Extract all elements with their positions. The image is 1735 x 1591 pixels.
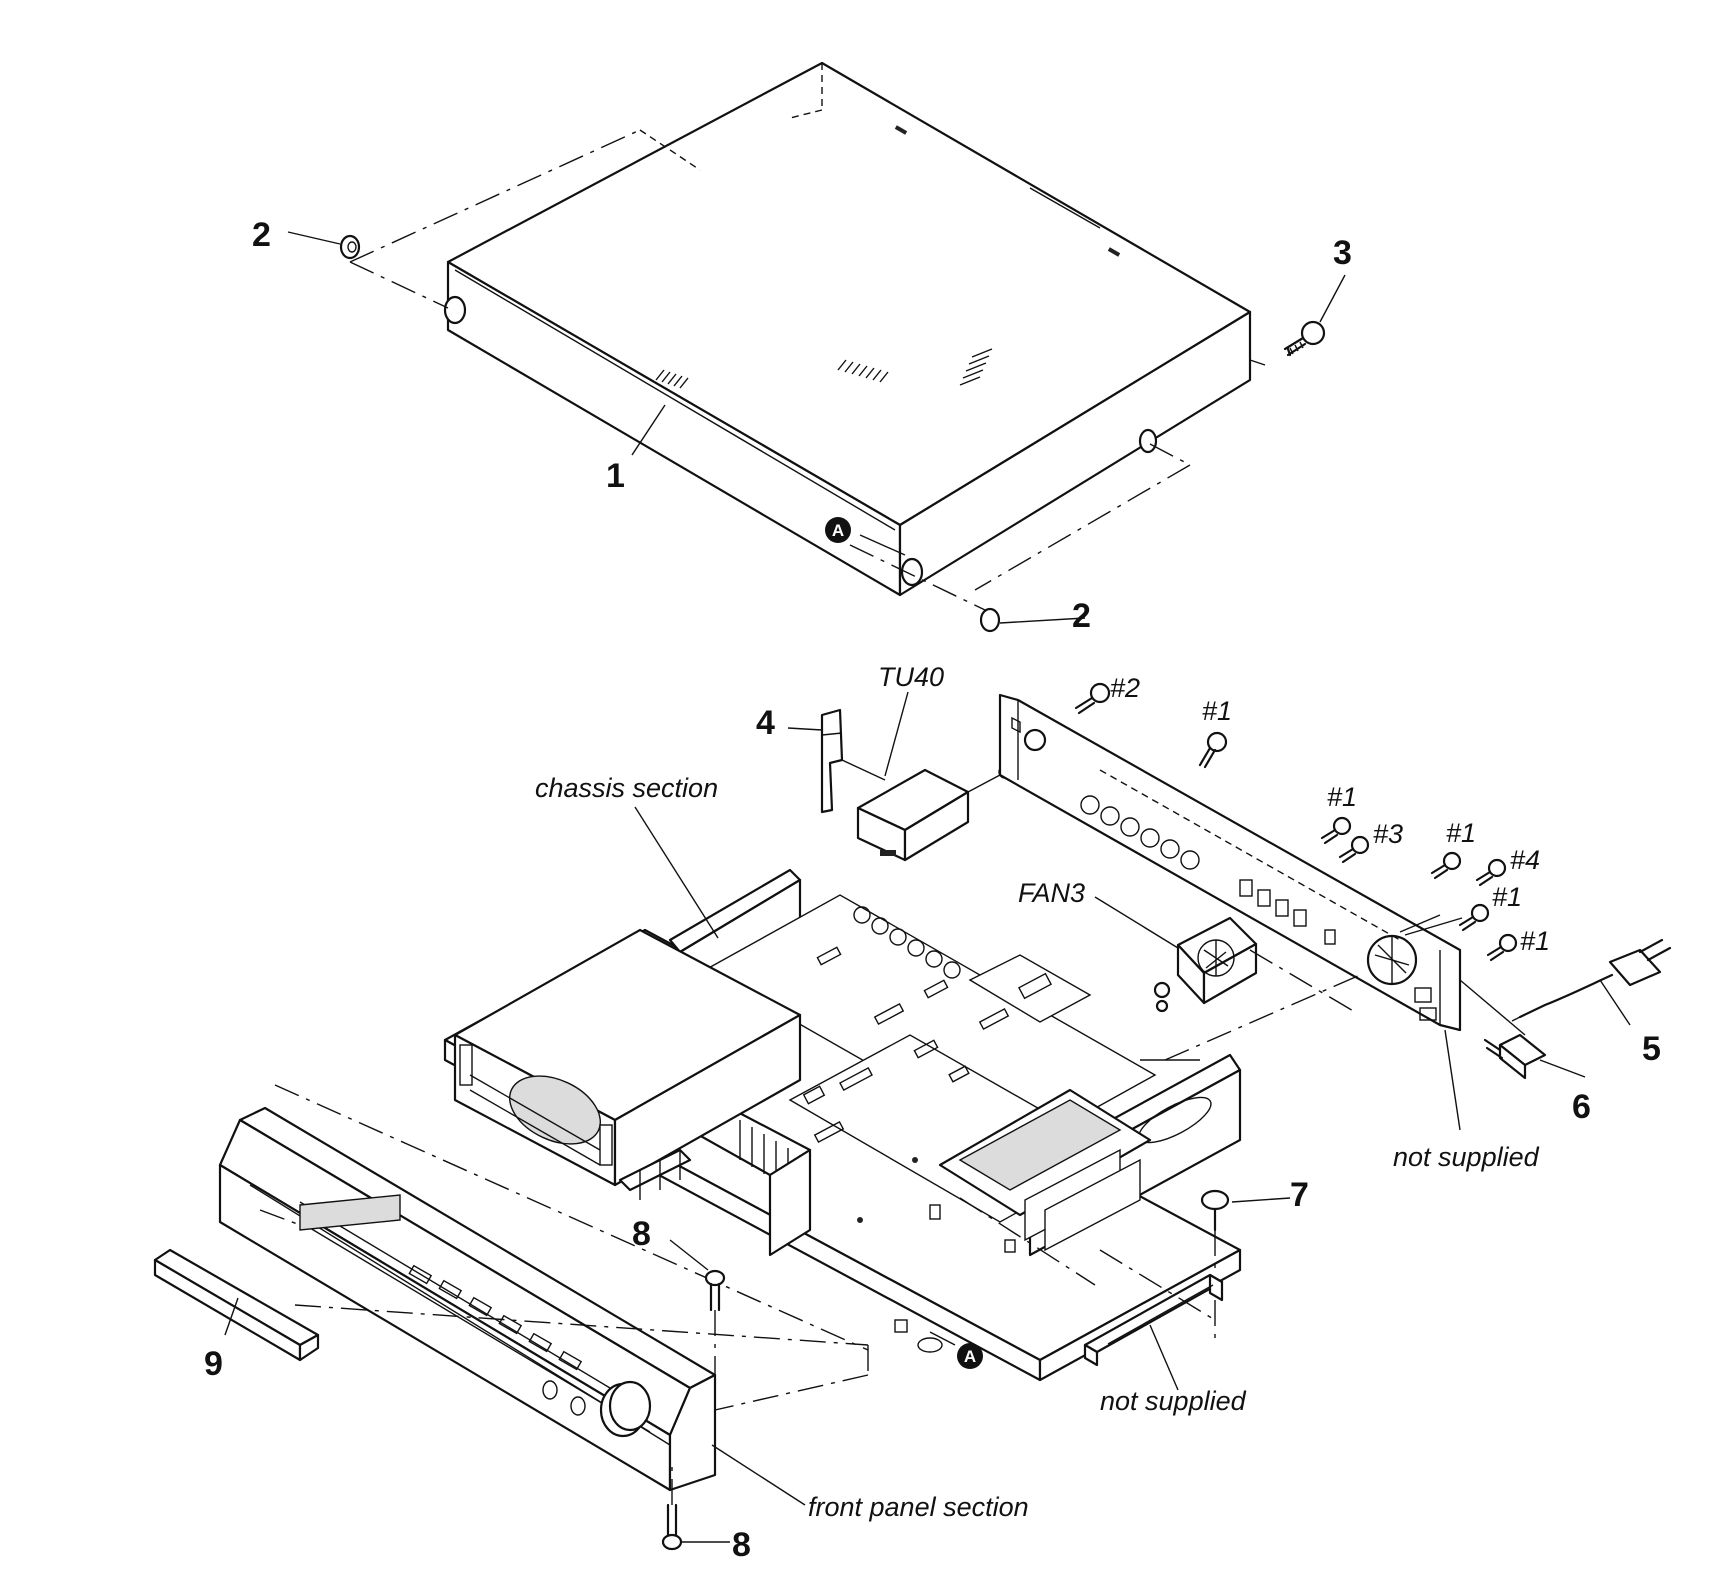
callout-6: 6 — [1572, 1088, 1591, 1126]
rear-screw-3 — [1283, 320, 1326, 357]
front-panel — [218, 1084, 869, 1492]
front-screw-bottom — [661, 1460, 683, 1551]
label-fan3: FAN3 — [1018, 878, 1085, 908]
ref-s1-e: #1 — [1520, 926, 1550, 956]
vent-slots — [655, 348, 993, 389]
callout-3: 3 — [1333, 234, 1352, 272]
foot-screw-7 — [1200, 1189, 1230, 1340]
label-tu40: TU40 — [878, 662, 944, 692]
disc-loader — [453, 928, 802, 1187]
amp-boards — [1024, 1148, 1141, 1252]
power-cord — [1511, 938, 1672, 1022]
screw-s1-c — [1430, 851, 1462, 880]
leader-lines — [224, 231, 1631, 1543]
screw-s4 — [1475, 858, 1507, 887]
marker-a-top-text: A — [832, 521, 844, 540]
screw-s1-b — [1320, 816, 1352, 845]
screw-s1-a — [1198, 731, 1228, 769]
callout-7: 7 — [1290, 1176, 1309, 1214]
screw-s1-d — [1458, 903, 1490, 932]
power-inlet — [1459, 979, 1547, 1080]
callout-5: 5 — [1642, 1030, 1661, 1068]
top-cover — [349, 61, 1266, 611]
ref-s1-b: #1 — [1327, 782, 1357, 812]
ref-s2: #2 — [1110, 673, 1140, 703]
label-front-panel-section: front panel section — [808, 1492, 1029, 1522]
callout-8-bottom: 8 — [732, 1526, 751, 1564]
ref-s1-c: #1 — [1446, 818, 1476, 848]
front-screw-top — [704, 1269, 726, 1375]
callout-2-left: 2 — [252, 216, 271, 254]
rca-jacks — [1080, 795, 1200, 870]
rear-panel — [998, 693, 1462, 1032]
cover-screw-left — [339, 234, 361, 260]
callout-9: 9 — [204, 1345, 223, 1383]
ref-s1-a: #1 — [1202, 696, 1232, 726]
side-bracket — [1083, 1273, 1224, 1367]
screw-s1-e — [1486, 933, 1518, 962]
volume-knob — [599, 1380, 652, 1438]
tuner-module — [841, 759, 1012, 862]
callout-2-right: 2 — [1072, 597, 1091, 635]
front-buttons — [408, 1264, 583, 1371]
cooling-fan — [1153, 916, 1356, 1013]
ref-s4: #4 — [1510, 845, 1540, 875]
display-door — [153, 1248, 320, 1362]
cover-screw-right — [979, 607, 1001, 633]
marker-a-top: A — [825, 517, 851, 543]
chassis — [443, 868, 1361, 1382]
marker-a-bottom: A — [957, 1343, 983, 1369]
marker-a-bottom-text: A — [964, 1347, 976, 1366]
callout-1: 1 — [606, 457, 625, 495]
label-not-supplied-bottom: not supplied — [1100, 1386, 1247, 1416]
tuner-bracket — [820, 708, 844, 814]
chassis-rear-jacks — [853, 906, 961, 979]
board-connectors — [802, 946, 1010, 1144]
callout-4: 4 — [756, 704, 775, 742]
screw-s3 — [1338, 835, 1370, 864]
label-not-supplied-right: not supplied — [1393, 1142, 1540, 1172]
speaker-terminals — [1239, 879, 1307, 927]
ref-s1-d: #1 — [1492, 882, 1522, 912]
screw-s2 — [1074, 682, 1111, 715]
callout-8-top: 8 — [632, 1215, 651, 1253]
label-chassis-section: chassis section — [535, 773, 718, 803]
ref-s3: #3 — [1373, 819, 1403, 849]
